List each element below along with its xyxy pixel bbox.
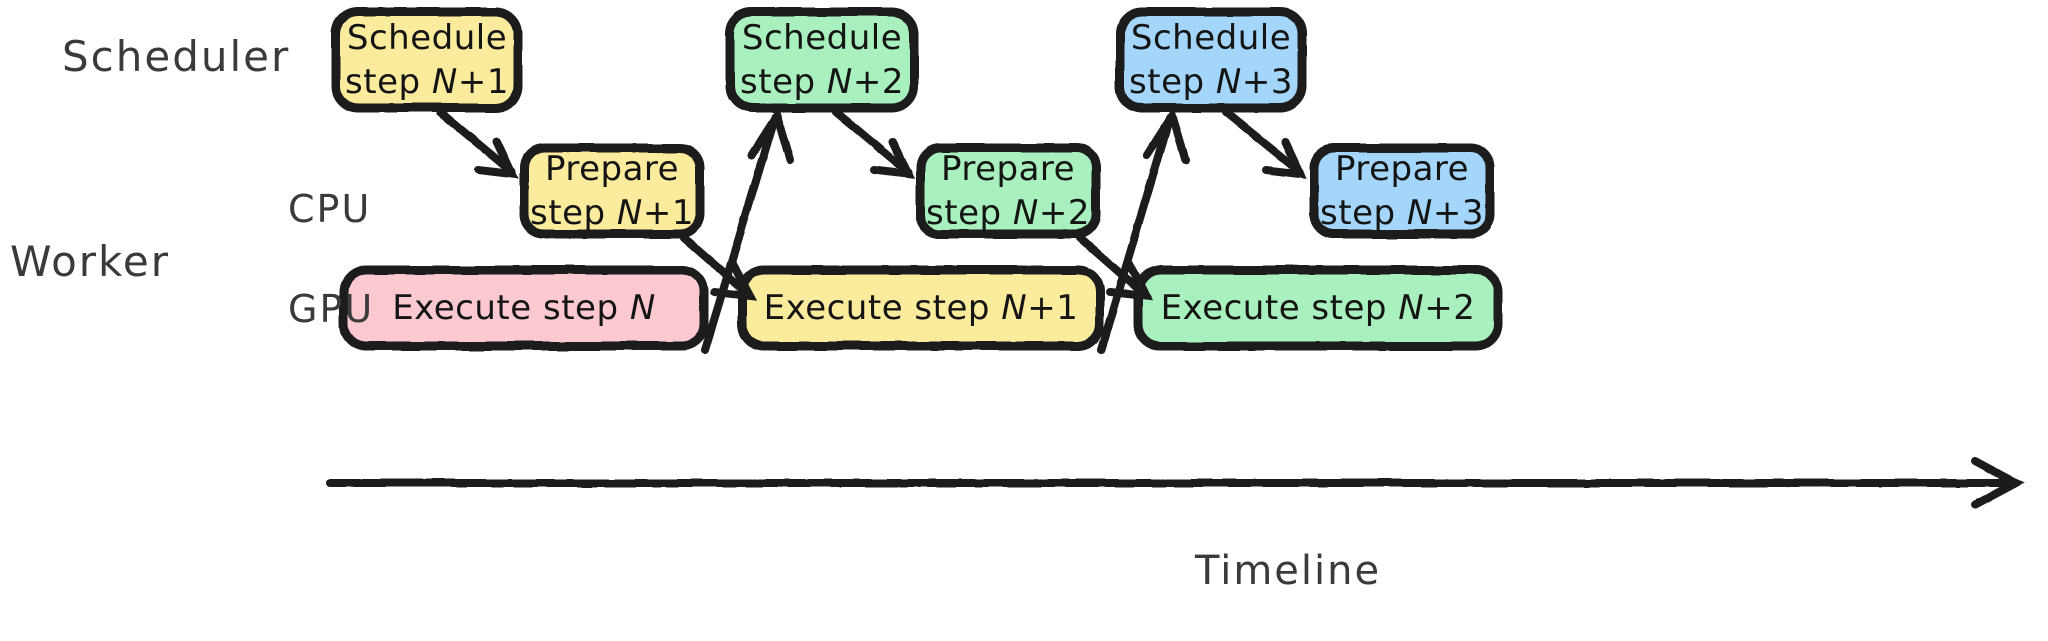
lane-label-cpu: CPU <box>288 187 372 231</box>
box-label-exec-n2[interactable]: Execute step N+2 <box>1138 270 1498 346</box>
box-line1: Prepare <box>940 148 1076 189</box>
box-line2: step N+3 <box>1320 193 1484 233</box>
box-line1: Schedule <box>346 17 508 58</box>
box-label-prep-n3[interactable]: Prepare step N+3 <box>1314 148 1490 234</box>
box-label-prep-n1[interactable]: Prepare step N+1 <box>524 148 700 234</box>
box-line1: Execute step N <box>392 287 656 328</box>
arrow-sched-n3-to-prep-n3 <box>1222 108 1307 179</box>
arrow-sched-n1-to-prep-n1 <box>436 108 519 179</box>
box-label-exec-n[interactable]: Execute step N <box>344 270 704 346</box>
box-line1: Prepare <box>1334 148 1470 189</box>
box-line1: Execute step N+1 <box>763 287 1079 328</box>
timeline-axis-label: Timeline <box>1195 548 1382 594</box>
group-label-scheduler: Scheduler <box>62 32 291 81</box>
box-line2: step N+3 <box>1129 62 1293 102</box>
arrow-sched-n2-to-prep-n2 <box>832 108 915 179</box>
box-line2: step N+1 <box>530 193 694 233</box>
box-line1: Schedule <box>1130 17 1292 58</box>
lane-label-gpu: GPU <box>288 287 375 331</box>
box-label-exec-n1[interactable]: Execute step N+1 <box>742 270 1100 346</box>
box-label-sched-n1[interactable]: Schedule step N+1 <box>336 12 518 108</box>
box-label-prep-n2[interactable]: Prepare step N+2 <box>920 148 1096 234</box>
box-label-sched-n3[interactable]: Schedule step N+3 <box>1120 12 1302 108</box>
box-line2: step N+2 <box>740 62 904 102</box>
box-line2: step N+2 <box>926 193 1090 233</box>
box-line1: Schedule <box>741 17 903 58</box>
box-line1: Execute step N+2 <box>1160 287 1476 328</box>
box-line2: step N+1 <box>345 62 509 102</box>
group-label-worker: Worker <box>10 237 170 286</box>
box-label-sched-n2[interactable]: Schedule step N+2 <box>730 12 914 108</box>
box-line1: Prepare <box>544 148 680 189</box>
timeline-axis <box>326 457 2025 509</box>
